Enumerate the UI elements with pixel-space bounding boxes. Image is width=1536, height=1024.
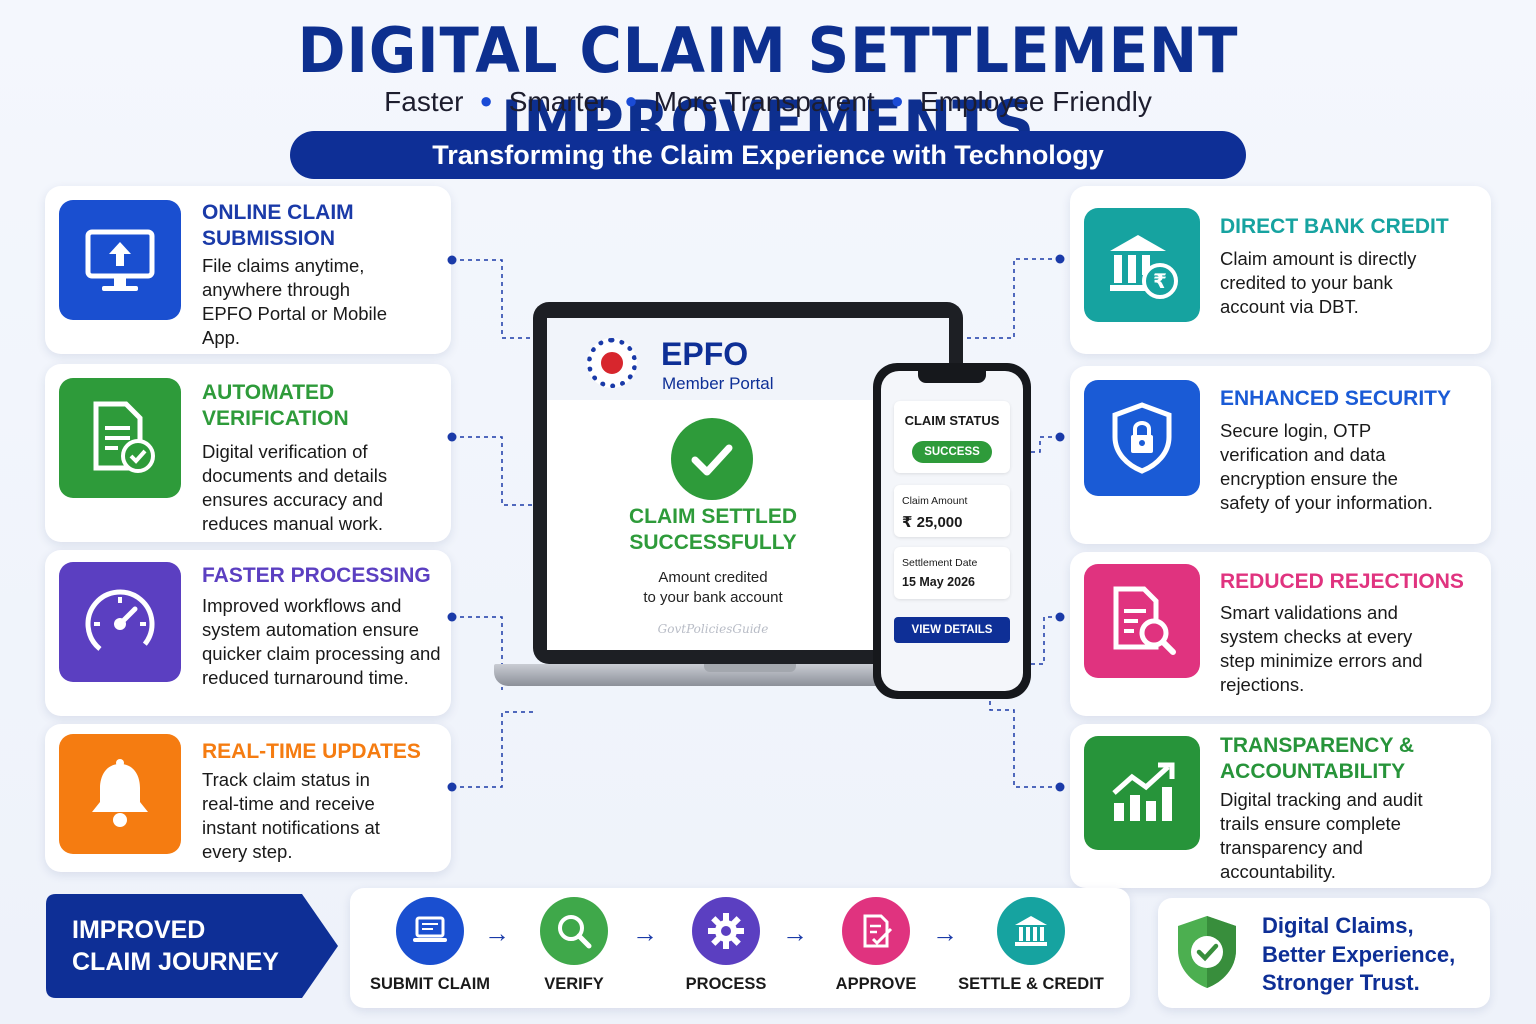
bell-icon — [59, 734, 181, 854]
phone-notch — [918, 371, 986, 383]
phone-screen: CLAIM STATUS SUCCESS Claim Amount ₹ 25,0… — [881, 371, 1023, 691]
credited-note: Amount credited to your bank account — [547, 568, 879, 608]
card-description: Digital tracking and audit trails ensure… — [1220, 789, 1423, 882]
step-settle-credit: SETTLE & CREDIT — [956, 888, 1106, 994]
card-direct-bank-credit: ₹ DIRECT BANK CREDIT Claim amount is dir… — [1070, 186, 1491, 354]
card-title: DIRECT BANK CREDIT — [1220, 215, 1449, 238]
settlement-date-value: 15 May 2026 — [902, 575, 975, 589]
trust-line-1: Digital Claims, — [1262, 913, 1414, 938]
step-verify: VERIFY — [499, 888, 649, 994]
step-submit-claim: SUBMIT CLAIM — [355, 888, 505, 994]
claim-amount-value: ₹ 25,000 — [902, 514, 963, 531]
view-details-button[interactable]: VIEW DETAILS — [894, 617, 1010, 643]
success-badge: SUCCESS — [912, 441, 992, 463]
laptop-icon — [396, 897, 464, 965]
tagline: Faster●Smarter●More Transparent●Employee… — [384, 86, 1152, 117]
card-title: AUTOMATED VERIFICATION — [202, 381, 349, 430]
journey-label: IMPROVED CLAIM JOURNEY — [46, 894, 338, 998]
claim-status-title: CLAIM STATUS — [904, 413, 1000, 428]
card-title: REAL-TIME UPDATES — [202, 740, 421, 763]
bank-rupee-icon: ₹ — [1084, 208, 1200, 322]
claim-amount-label: Claim Amount — [902, 495, 968, 507]
card-description: Smart validations and system checks at e… — [1220, 602, 1423, 695]
growth-chart-icon — [1084, 736, 1200, 850]
arrow-right-icon: → — [484, 918, 510, 948]
arrow-right-icon: → — [782, 918, 808, 948]
note-line-2: to your bank account — [643, 589, 783, 606]
card-automated-verification: AUTOMATED VERIFICATION Digital verificat… — [45, 364, 451, 542]
watermark: GovtPoliciesGuide — [657, 622, 769, 636]
arrow-right-icon: → — [632, 918, 658, 948]
gear-icon — [692, 897, 760, 965]
step-label: VERIFY — [544, 975, 604, 993]
settlement-date-label: Settlement Date — [902, 557, 978, 569]
status-line-1: CLAIM SETTLED — [629, 505, 797, 528]
laptop-notch — [704, 664, 796, 672]
card-title: ONLINE CLAIM SUBMISSION — [202, 201, 354, 250]
claim-status-card: CLAIM STATUS SUCCESS — [894, 401, 1010, 473]
journey-label-line-1: IMPROVED — [72, 916, 206, 944]
arrow-right-icon: → — [932, 918, 958, 948]
tagline-employee-friendly: Employee Friendly — [919, 86, 1152, 117]
journey-label-text: IMPROVED CLAIM JOURNEY — [72, 914, 279, 978]
settlement-date-card: Settlement Date 15 May 2026 — [894, 547, 1010, 599]
step-label: SUBMIT CLAIM — [369, 975, 491, 993]
card-transparency-accountability: TRANSPARENCY & ACCOUNTABILITY Digital tr… — [1070, 724, 1491, 888]
epfo-brand: EPFO — [661, 336, 749, 372]
card-description: Improved workflows and system automation… — [202, 595, 441, 688]
journey-steps: SUBMIT CLAIM → VERIFY → PROCESS → APPROV… — [350, 888, 1130, 1008]
step-label: PROCESS — [685, 975, 767, 993]
card-description: Digital verification of documents and de… — [202, 441, 388, 534]
card-description: Secure login, OTP verification and data … — [1220, 420, 1433, 513]
card-enhanced-security: ENHANCED SECURITY Secure login, OTP veri… — [1070, 366, 1491, 544]
card-description: File claims anytime, anywhere through EP… — [202, 255, 388, 348]
note-line-1: Amount credited — [658, 569, 768, 586]
card-title: FASTER PROCESSING — [202, 564, 431, 587]
trust-message: Digital Claims, Better Experience, Stron… — [1262, 912, 1455, 998]
step-approve: APPROVE — [801, 888, 951, 994]
claim-settled-text: CLAIM SETTLED SUCCESSFULLY — [547, 504, 879, 556]
step-label: SETTLE & CREDIT — [958, 975, 1104, 993]
svg-text:₹: ₹ — [1153, 269, 1167, 293]
card-reduced-rejections: REDUCED REJECTIONS Smart validations and… — [1070, 552, 1491, 716]
card-title: TRANSPARENCY & ACCOUNTABILITY — [1220, 734, 1415, 783]
journey-label-line-2: CLAIM JOURNEY — [72, 948, 279, 976]
speedometer-icon — [59, 562, 181, 682]
shield-check-icon — [1174, 912, 1240, 997]
bank-icon — [997, 897, 1065, 965]
success-check-icon — [671, 418, 753, 500]
shield-lock-icon — [1084, 380, 1200, 496]
card-title: ENHANCED SECURITY — [1220, 387, 1452, 410]
tagline-smarter: Smarter — [508, 86, 609, 117]
card-real-time-updates: REAL-TIME UPDATES Track claim status in … — [45, 724, 451, 872]
card-faster-processing: FASTER PROCESSING Improved workflows and… — [45, 550, 451, 716]
tagline-faster: Faster — [384, 86, 464, 117]
step-process: PROCESS — [651, 888, 801, 994]
portal-name: Member Portal — [662, 374, 774, 393]
magnifier-icon — [540, 897, 608, 965]
epfo-logo — [587, 338, 637, 388]
card-description: Track claim status in real-time and rece… — [202, 769, 380, 862]
card-description: Claim amount is directly credited to you… — [1220, 248, 1417, 317]
tagline-transparent: More Transparent — [653, 86, 875, 117]
claim-amount-card: Claim Amount ₹ 25,000 — [894, 485, 1010, 537]
trust-card: Digital Claims, Better Experience, Stron… — [1158, 898, 1490, 1008]
page-title: DIGITAL CLAIM SETTLEMENT IMPROVEMENTS — [297, 14, 1239, 160]
document-search-icon — [1084, 564, 1200, 678]
trust-line-3: Stronger Trust. — [1262, 970, 1420, 995]
status-line-2: SUCCESSFULLY — [629, 531, 797, 554]
document-check-icon — [59, 378, 181, 498]
card-online-claim-submission: ONLINE CLAIM SUBMISSION File claims anyt… — [45, 186, 451, 354]
step-label: APPROVE — [835, 975, 917, 993]
approve-document-icon — [842, 897, 910, 965]
subtitle-banner: Transforming the Claim Experience with T… — [290, 131, 1246, 179]
trust-line-2: Better Experience, — [1262, 941, 1456, 967]
monitor-upload-icon — [59, 200, 181, 320]
card-title: REDUCED REJECTIONS — [1220, 570, 1464, 593]
